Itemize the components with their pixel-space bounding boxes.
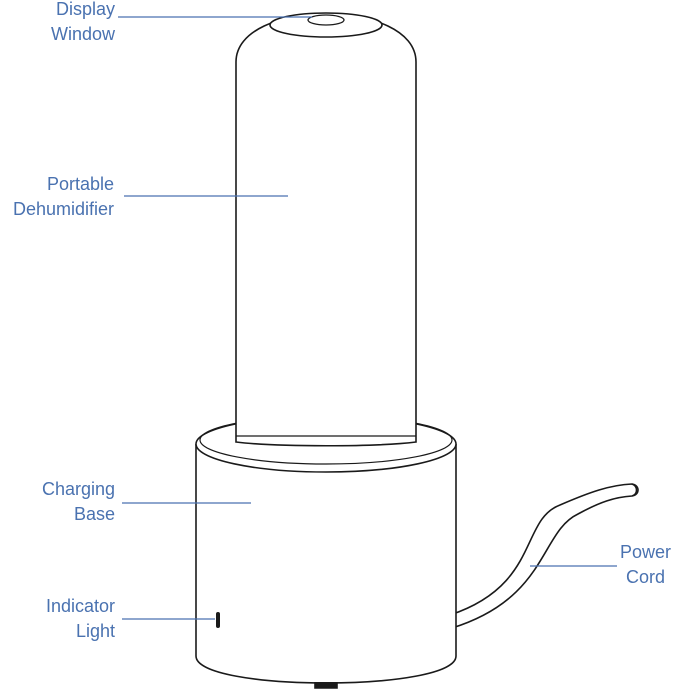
- display-window: [269, 12, 383, 38]
- label-indicator-light-line-2: Light: [75, 621, 115, 641]
- label-charging-base: Charging Base: [42, 477, 115, 527]
- label-indicator-light-line-1: Indicator: [45, 596, 115, 616]
- label-portable-dehumidifier: Portable Dehumidifier: [13, 172, 114, 222]
- label-charging-base-line-1: Charging: [41, 479, 115, 499]
- device-illustration: [195, 12, 639, 689]
- label-power-cord-line-2: Cord: [626, 567, 666, 587]
- indicator-light: [216, 612, 220, 628]
- leader-lines: [118, 16, 617, 620]
- label-portable-dehumidifier-line-2: Dehumidifier: [12, 199, 114, 219]
- dehumidifier-body: [235, 13, 417, 447]
- label-power-cord: Power Cord: [620, 540, 671, 590]
- power-cord: [449, 483, 639, 629]
- label-display-window-line-1: Display: [55, 0, 115, 19]
- label-charging-base-line-2: Base: [73, 504, 115, 524]
- label-display-window-line-2: Window: [50, 24, 115, 44]
- charging-base: [195, 415, 457, 689]
- label-power-cord-line-1: Power: [620, 542, 672, 562]
- label-portable-dehumidifier-line-1: Portable: [46, 174, 114, 194]
- label-indicator-light: Indicator Light: [46, 594, 115, 644]
- label-display-window: Display Window: [51, 0, 115, 47]
